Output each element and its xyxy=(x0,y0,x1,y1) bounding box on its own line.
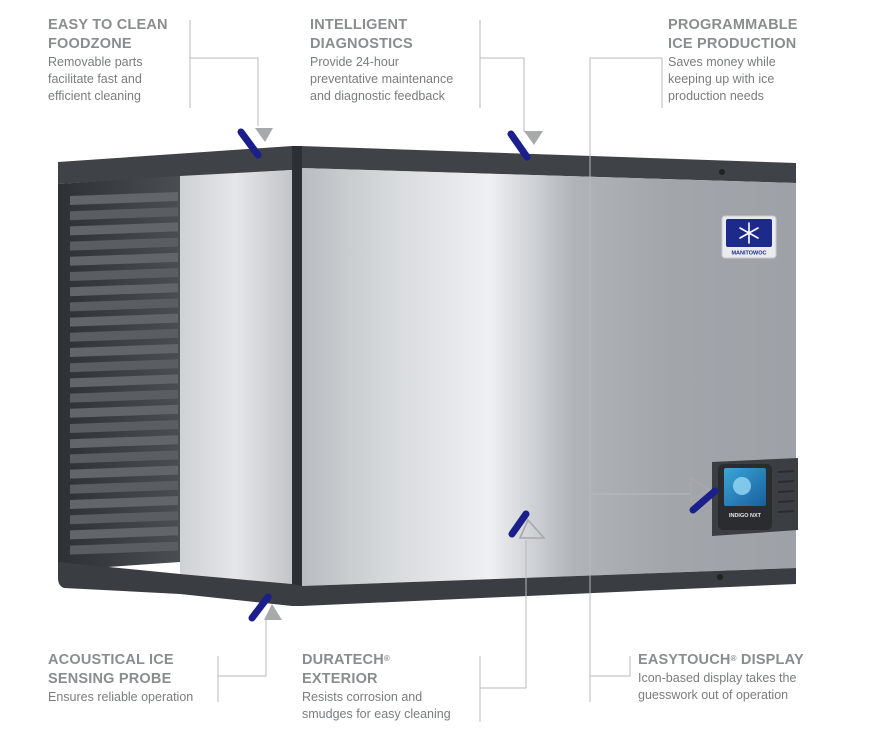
desc-line: guesswork out of operation xyxy=(638,688,789,702)
vent-slat xyxy=(70,435,178,449)
desc-line: efficient cleaning xyxy=(48,89,141,103)
title-line: SENSING PROBE xyxy=(48,671,172,687)
callout-desc: Ensures reliable operation xyxy=(48,689,228,706)
callout-title: INTELLIGENT DIAGNOSTICS xyxy=(310,16,480,54)
vent-slat xyxy=(70,344,178,357)
vent-slat xyxy=(70,465,178,479)
screen-icon xyxy=(733,477,751,495)
callout-acoustical: ACOUSTICAL ICE SENSING PROBE Ensures rel… xyxy=(48,651,228,706)
callout-easytouch: EASYTOUCH® DISPLAY Icon-based display ta… xyxy=(638,651,838,704)
snowflake-icon xyxy=(739,222,759,244)
vent-slat xyxy=(70,298,178,312)
bottom-trim xyxy=(58,562,796,606)
vent-slat xyxy=(70,268,178,281)
vent-slat xyxy=(70,496,178,509)
callout-desc: Resists corrosion and smudges for easy c… xyxy=(302,689,482,723)
top-trim xyxy=(58,146,796,184)
desc-line: Icon-based display takes the xyxy=(638,671,797,685)
desc-line: production needs xyxy=(668,89,764,103)
leader-lines xyxy=(189,20,690,722)
vent-slat xyxy=(70,222,178,236)
screw xyxy=(719,169,725,175)
registered-mark: ® xyxy=(730,654,737,663)
brand-logo-text: MANITOWOC xyxy=(731,251,766,257)
title-line: EASY TO CLEAN xyxy=(48,17,168,33)
callout-title: EASYTOUCH® DISPLAY xyxy=(638,651,838,670)
vent-slat xyxy=(70,420,178,433)
vent-slat xyxy=(70,252,178,266)
vent-slat xyxy=(70,192,178,205)
vent-slat xyxy=(70,313,178,327)
title-line: EXTERIOR xyxy=(302,671,378,687)
desc-line: facilitate fast and xyxy=(48,72,142,86)
title-line: DIAGNOSTICS xyxy=(310,36,413,52)
callout-desc: Provide 24-hour preventative maintenance… xyxy=(310,54,480,105)
title-line: EASYTOUCH® DISPLAY xyxy=(638,651,838,670)
side-panel xyxy=(180,170,292,584)
desc-line: Resists corrosion and xyxy=(302,690,423,704)
callout-diagnostics: INTELLIGENT DIAGNOSTICS Provide 24-hour … xyxy=(310,16,480,105)
vent-slat xyxy=(70,283,178,297)
marker-easy-clean xyxy=(237,128,273,159)
vent-slat xyxy=(70,237,178,251)
title-line: INTELLIGENT xyxy=(310,17,408,33)
desc-line: keeping up with ice xyxy=(668,72,775,86)
vent-slat xyxy=(70,511,178,525)
title-line: FOODZONE xyxy=(48,36,132,52)
desc-line: Provide 24-hour xyxy=(310,55,399,69)
display-brand-text: INDIGO NXT xyxy=(729,513,762,519)
callout-title: EASY TO CLEAN FOODZONE xyxy=(48,16,188,54)
title-line: DURATECH® xyxy=(302,651,482,670)
callout-desc: Saves money while keeping up with ice pr… xyxy=(668,54,838,105)
callout-desc: Removable parts facilitate fast and effi… xyxy=(48,54,188,105)
desc-line: preventative maintenance xyxy=(310,72,454,86)
registered-mark: ® xyxy=(383,654,390,663)
callout-desc: Icon-based display takes the guesswork o… xyxy=(638,670,838,704)
vent-slat xyxy=(70,207,178,221)
marker-duratech xyxy=(508,510,546,539)
front-panel xyxy=(302,168,796,586)
callout-title: DURATECH® EXTERIOR xyxy=(302,651,482,689)
vent-slat xyxy=(70,374,178,388)
marker-diagnostics xyxy=(507,130,543,161)
callout-easy-clean: EASY TO CLEAN FOODZONE Removable parts f… xyxy=(48,16,188,105)
corner-strip xyxy=(292,146,302,606)
marker-acoustical xyxy=(248,593,282,622)
callout-title: ACOUSTICAL ICE SENSING PROBE xyxy=(48,651,228,689)
marker-easytouch xyxy=(689,476,719,514)
vent-slats xyxy=(70,192,178,555)
title-line: ICE PRODUCTION xyxy=(668,36,797,52)
vent-slat xyxy=(70,526,178,540)
screw xyxy=(717,574,723,580)
vent-slat xyxy=(70,389,178,403)
desc-line: Removable parts xyxy=(48,55,143,69)
desc-line: smudges for easy cleaning xyxy=(302,707,451,721)
title-line: ACOUSTICAL ICE xyxy=(48,652,174,668)
vent-slat xyxy=(70,359,178,373)
easytouch-display: INDIGO NXT xyxy=(712,458,798,536)
callout-duratech: DURATECH® EXTERIOR Resists corrosion and… xyxy=(302,651,482,723)
brand-badge: MANITOWOC xyxy=(721,215,777,259)
vent-slat xyxy=(70,541,178,555)
vent-slat xyxy=(70,328,178,342)
callout-title: PROGRAMMABLE ICE PRODUCTION xyxy=(668,16,838,54)
desc-line: and diagnostic feedback xyxy=(310,89,445,103)
title-line: PROGRAMMABLE xyxy=(668,17,798,33)
title-text: EASYTOUCH xyxy=(638,652,731,668)
title-text: DURATECH xyxy=(302,652,384,668)
vent-slat xyxy=(70,480,178,494)
title-text: DISPLAY xyxy=(736,652,804,668)
vent-slat xyxy=(70,450,178,464)
desc-line: Saves money while xyxy=(668,55,776,69)
callout-ice-production: PROGRAMMABLE ICE PRODUCTION Saves money … xyxy=(668,16,838,105)
vent-slat xyxy=(70,404,178,418)
desc-line: Ensures reliable operation xyxy=(48,690,194,704)
